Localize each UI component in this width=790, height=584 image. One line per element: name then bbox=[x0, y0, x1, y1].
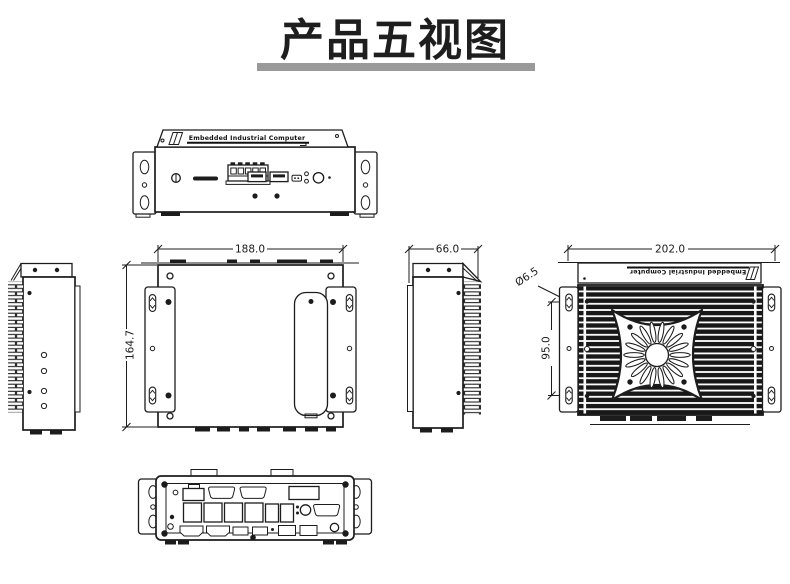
antenna-screw bbox=[252, 193, 258, 199]
led-indicator bbox=[296, 505, 299, 509]
corner-screw bbox=[342, 481, 349, 488]
sim-slot bbox=[193, 176, 218, 181]
corner-screw bbox=[342, 530, 349, 537]
bottom-left-bracket bbox=[144, 286, 176, 413]
dim-hole-spacing: 95.0 bbox=[541, 297, 562, 400]
vent-holes bbox=[40, 351, 48, 410]
bracket-hole bbox=[139, 159, 150, 175]
heatsink-fins bbox=[8, 281, 23, 413]
round-connector bbox=[299, 504, 312, 516]
dsub-port bbox=[208, 486, 236, 499]
keyhole-slot bbox=[345, 294, 354, 312]
top-band: Embedded Industrial Computer bbox=[577, 262, 762, 284]
hdmi-port bbox=[179, 525, 204, 537]
front-top-band: Embedded Industrial Computer bbox=[156, 129, 349, 148]
hdmi-port bbox=[206, 525, 230, 537]
bracket-hole bbox=[139, 195, 150, 210]
din-rail-bar bbox=[74, 285, 81, 413]
reset-pinhole bbox=[328, 176, 331, 179]
antenna-hole bbox=[329, 522, 340, 533]
dim-label-hole-spacing: 95.0 bbox=[541, 336, 553, 359]
power-switch bbox=[171, 173, 181, 183]
bottom-right-bracket bbox=[325, 286, 357, 413]
top-view: 202.0 Ø6.5 95.0 Embedded Industrial Comp… bbox=[513, 244, 782, 425]
bracket-hole bbox=[360, 159, 371, 175]
bottom-view: 188.0 164.7 bbox=[122, 244, 359, 432]
fan-plate bbox=[610, 308, 704, 402]
keyhole-slot bbox=[565, 293, 573, 312]
keyhole-slot bbox=[148, 294, 157, 312]
dim-label-front-height: 164.7 bbox=[125, 330, 137, 360]
brand-label-top: Embedded Industrial Computer bbox=[629, 268, 746, 275]
usb-port bbox=[269, 171, 289, 183]
front-right-bracket bbox=[353, 151, 378, 218]
heatsink-fins bbox=[463, 281, 481, 415]
access-panel bbox=[293, 291, 329, 419]
din-rail-bar bbox=[407, 285, 414, 412]
io-port bbox=[252, 526, 268, 536]
dim-front-width: 188.0 bbox=[153, 244, 348, 262]
lan-ports bbox=[182, 502, 295, 523]
corner-screw bbox=[250, 534, 256, 541]
bracket-hole bbox=[360, 195, 371, 210]
led-indicator bbox=[296, 511, 299, 515]
dsub-port bbox=[239, 486, 267, 499]
dim-mount-hole-diameter: Ø6.5 bbox=[513, 265, 565, 300]
fan-fins bbox=[623, 321, 691, 389]
right-side-body bbox=[412, 276, 464, 429]
usb-port bbox=[299, 525, 318, 536]
brand-logo-icon-top bbox=[745, 266, 760, 280]
keyhole-slot bbox=[767, 293, 776, 312]
dim-label-top-width: 202.0 bbox=[655, 244, 685, 256]
title-underline bbox=[257, 63, 535, 71]
dsub-port bbox=[313, 504, 341, 517]
top-left-bracket bbox=[558, 286, 579, 413]
dim-front-height: 164.7 bbox=[122, 260, 157, 432]
fan-hub bbox=[644, 342, 670, 368]
left-side-view bbox=[8, 262, 81, 435]
front-left-bracket bbox=[132, 151, 157, 218]
brand-logo-icon bbox=[168, 132, 184, 145]
page-title: 产品五视图 bbox=[280, 15, 510, 66]
led-indicators bbox=[304, 171, 309, 184]
bottom-view-bottom-tabs bbox=[195, 427, 336, 432]
keyhole-slot bbox=[345, 386, 354, 405]
top-right-bracket bbox=[761, 286, 782, 413]
keyhole-slot bbox=[148, 386, 157, 405]
dim-label-front-width: 188.0 bbox=[235, 244, 265, 256]
power-button bbox=[312, 171, 325, 184]
keyhole-slot bbox=[565, 386, 573, 405]
top-view-bottom-tabs bbox=[600, 416, 712, 421]
usb-port bbox=[278, 525, 296, 536]
dim-label-hole-diameter: Ø6.5 bbox=[513, 265, 540, 289]
left-side-body bbox=[22, 276, 76, 431]
keyhole-slot bbox=[767, 386, 776, 405]
front-view: Embedded Industrial Computer bbox=[132, 129, 378, 218]
dim-top-width: 202.0 bbox=[563, 244, 780, 261]
antenna-screw bbox=[274, 193, 280, 199]
right-side-view: 66.0 bbox=[404, 244, 483, 433]
usb-port bbox=[247, 171, 267, 183]
micro-connector bbox=[291, 174, 302, 182]
dc-power-port bbox=[182, 484, 205, 502]
dim-label-side-depth: 66.0 bbox=[436, 244, 459, 256]
io-port bbox=[232, 526, 249, 536]
io-cutout bbox=[288, 485, 320, 501]
rear-view bbox=[137, 469, 373, 545]
dim-side-depth: 66.0 bbox=[404, 244, 483, 283]
corner-screw bbox=[161, 530, 168, 537]
corner-screw bbox=[161, 481, 168, 488]
brand-label: Embedded Industrial Computer bbox=[189, 135, 306, 142]
bottom-view-top-tabs bbox=[170, 259, 333, 264]
